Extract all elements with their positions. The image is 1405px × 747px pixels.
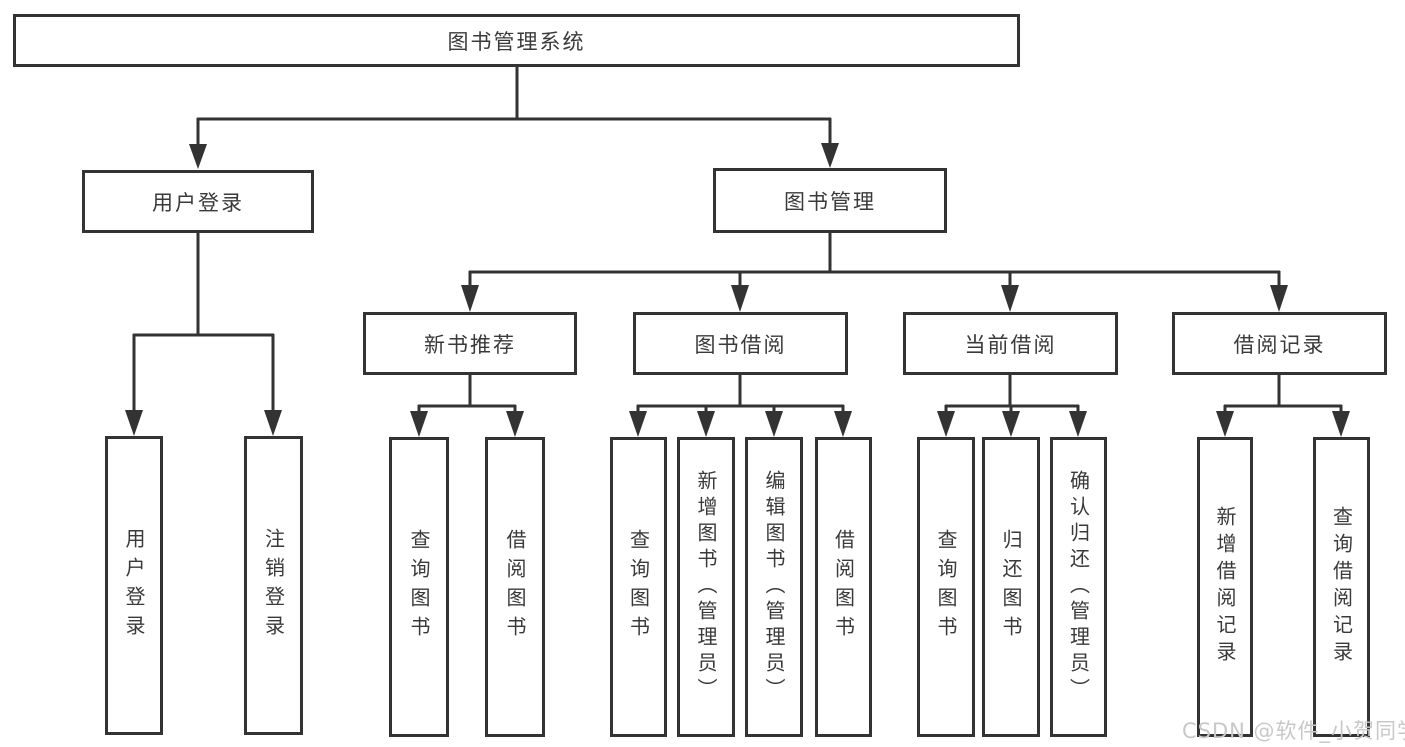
module-new-book-recommend: 新书推荐	[363, 312, 577, 375]
leaf-query-borrow-record: 查询借阅记录	[1313, 437, 1370, 737]
leaf-logout: 注销登录	[244, 436, 303, 735]
node-book-management: 图书管理	[713, 168, 947, 233]
module-book-borrow: 图书借阅	[633, 312, 848, 375]
module-current-borrow: 当前借阅	[903, 312, 1118, 375]
leaf-add-books-admin: 新增图书（管理员）	[677, 437, 735, 737]
leaf-user-login: 用户登录	[105, 436, 163, 735]
leaf-query-books-current: 查询图书	[917, 437, 975, 737]
leaf-query-books-recommend: 查询图书	[389, 437, 449, 737]
leaf-add-borrow-record: 新增借阅记录	[1197, 437, 1253, 737]
watermark: CSDN @软件_小贺同学	[1182, 719, 1405, 743]
leaf-borrow-books: 借阅图书	[815, 437, 872, 737]
module-borrow-records: 借阅记录	[1172, 312, 1387, 375]
node-user-login: 用户登录	[82, 170, 314, 233]
leaf-borrow-books-recommend: 借阅图书	[485, 437, 545, 737]
arrowheads	[125, 143, 1350, 437]
leaf-confirm-return-admin: 确认归还（管理员）	[1050, 437, 1107, 737]
leaf-query-books-borrow: 查询图书	[610, 437, 667, 737]
leaf-return-books: 归还图书	[982, 437, 1040, 737]
node-root: 图书管理系统	[13, 14, 1020, 67]
leaf-edit-books-admin: 编辑图书（管理员）	[745, 437, 803, 737]
